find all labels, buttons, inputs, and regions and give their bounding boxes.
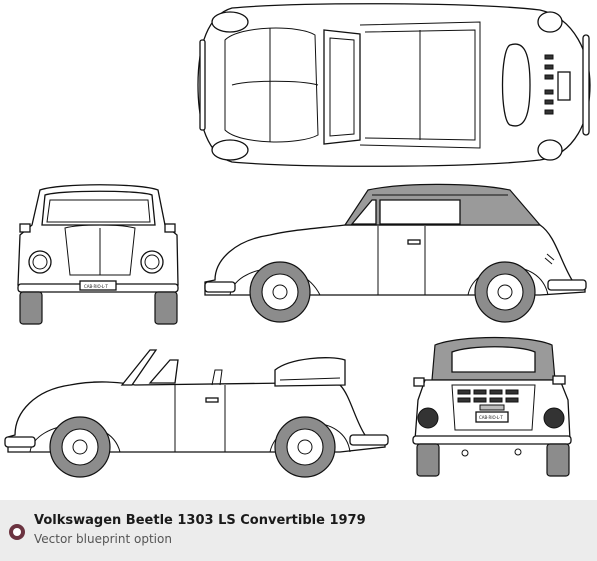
caption-title: Volkswagen Beetle 1303 LS Convertible 19… xyxy=(34,513,366,528)
top-view-drawing xyxy=(197,3,591,167)
car-blueprint-image: CAB·RIO·L·T xyxy=(4,3,591,478)
side-view-roof-down-drawing xyxy=(4,349,389,478)
caption-subtitle: Vector blueprint option xyxy=(34,532,172,546)
front-plate-text: CAB·RIO·L·T xyxy=(84,284,108,289)
rear-view-drawing: CAB·RIO·L·T xyxy=(412,336,572,477)
side-view-roof-up-drawing xyxy=(204,183,587,323)
front-view-drawing: CAB·RIO·L·T xyxy=(17,184,179,325)
rear-plate-text: CAB·RIO·L·T xyxy=(479,415,503,420)
caption-bar: Volkswagen Beetle 1303 LS Convertible 19… xyxy=(0,500,597,561)
radio-button-icon[interactable] xyxy=(9,524,25,540)
